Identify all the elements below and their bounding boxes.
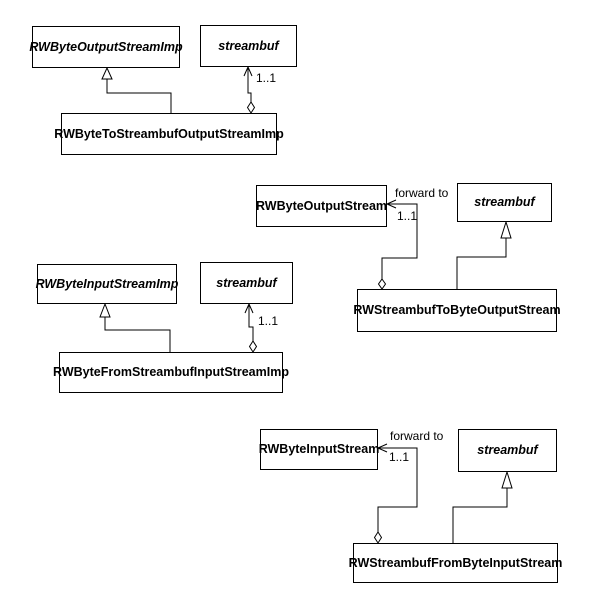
class-box-rw-byte-output-stream-imp[interactable]: RWByteOutputStreamImp — [29, 26, 183, 68]
class-name-label: RWByteOutputStream — [255, 198, 388, 213]
class-box-streambuf-bottom[interactable]: streambuf — [458, 429, 557, 472]
generalization-edge-bottom — [452, 488, 508, 543]
inheritance-triangle-icon — [99, 302, 111, 318]
inheritance-triangle-icon — [101, 66, 113, 80]
class-name-label: streambuf — [216, 275, 277, 290]
class-box-rw-streambuf-to-byte-output-stream[interactable]: RWStreambufToByteOutputStream — [353, 289, 561, 332]
arrowhead-left-icon — [376, 443, 388, 453]
class-name-label: RWByteInputStream — [258, 442, 380, 457]
forward-to-edge-mid — [381, 203, 418, 280]
arrowhead-up-icon — [243, 65, 253, 77]
aggregation-diamond-icon — [246, 101, 256, 114]
class-box-rw-byte-to-streambuf-output-stream-imp[interactable]: RWByteToStreambufOutputStreamImp — [54, 113, 284, 155]
arrowhead-left-icon — [385, 199, 397, 209]
class-box-rw-byte-input-stream[interactable]: RWByteInputStream — [258, 429, 380, 470]
inheritance-triangle-icon — [500, 220, 512, 239]
multiplicity-label-mid-right: 1..1 — [397, 209, 418, 223]
arrowhead-up-icon — [244, 302, 254, 314]
multiplicity-label-mid-left: 1..1 — [258, 314, 279, 328]
inheritance-triangle-icon — [501, 470, 513, 489]
aggregation-edge-top — [247, 68, 252, 103]
class-name-label: streambuf — [477, 443, 538, 458]
class-box-rw-byte-output-stream[interactable]: RWByteOutputStream — [256, 185, 387, 227]
class-box-streambuf-mid-left[interactable]: streambuf — [200, 262, 293, 304]
generalization-edge-mid-left — [104, 317, 171, 352]
aggregation-diamond-icon — [373, 531, 383, 544]
forward-to-edge-bottom — [377, 447, 418, 532]
aggregation-diamond-icon — [377, 278, 387, 290]
forward-to-label-bottom: forward to — [390, 429, 444, 443]
class-name-label: RWByteInputStreamImp — [35, 276, 179, 291]
aggregation-diamond-icon — [248, 340, 258, 353]
class-name-label: RWByteFromStreambufInputStreamImp — [53, 365, 289, 380]
multiplicity-label-top: 1..1 — [256, 71, 277, 85]
class-name-label: RWByteToStreambufOutputStreamImp — [54, 126, 284, 141]
generalization-edge-mid-right — [456, 238, 507, 289]
class-box-streambuf-mid-right[interactable]: streambuf — [457, 183, 552, 222]
class-box-rw-byte-input-stream-imp[interactable]: RWByteInputStreamImp — [35, 264, 179, 304]
class-name-label: RWStreambufFromByteInputStream — [348, 555, 563, 570]
generalization-edge-top — [106, 79, 172, 113]
class-name-label: RWStreambufToByteOutputStream — [353, 303, 561, 318]
class-box-streambuf-top[interactable]: streambuf — [200, 25, 297, 67]
class-name-label: RWByteOutputStreamImp — [29, 39, 183, 54]
class-box-rw-streambuf-from-byte-input-stream[interactable]: RWStreambufFromByteInputStream — [349, 543, 562, 583]
class-name-label: streambuf — [474, 195, 535, 210]
multiplicity-label-bottom: 1..1 — [389, 450, 410, 464]
forward-to-label-mid: forward to — [395, 186, 449, 200]
class-box-rw-byte-from-streambuf-input-stream-imp[interactable]: RWByteFromStreambufInputStreamImp — [53, 352, 289, 393]
aggregation-edge-mid-left — [248, 305, 254, 341]
class-name-label: streambuf — [218, 38, 279, 53]
